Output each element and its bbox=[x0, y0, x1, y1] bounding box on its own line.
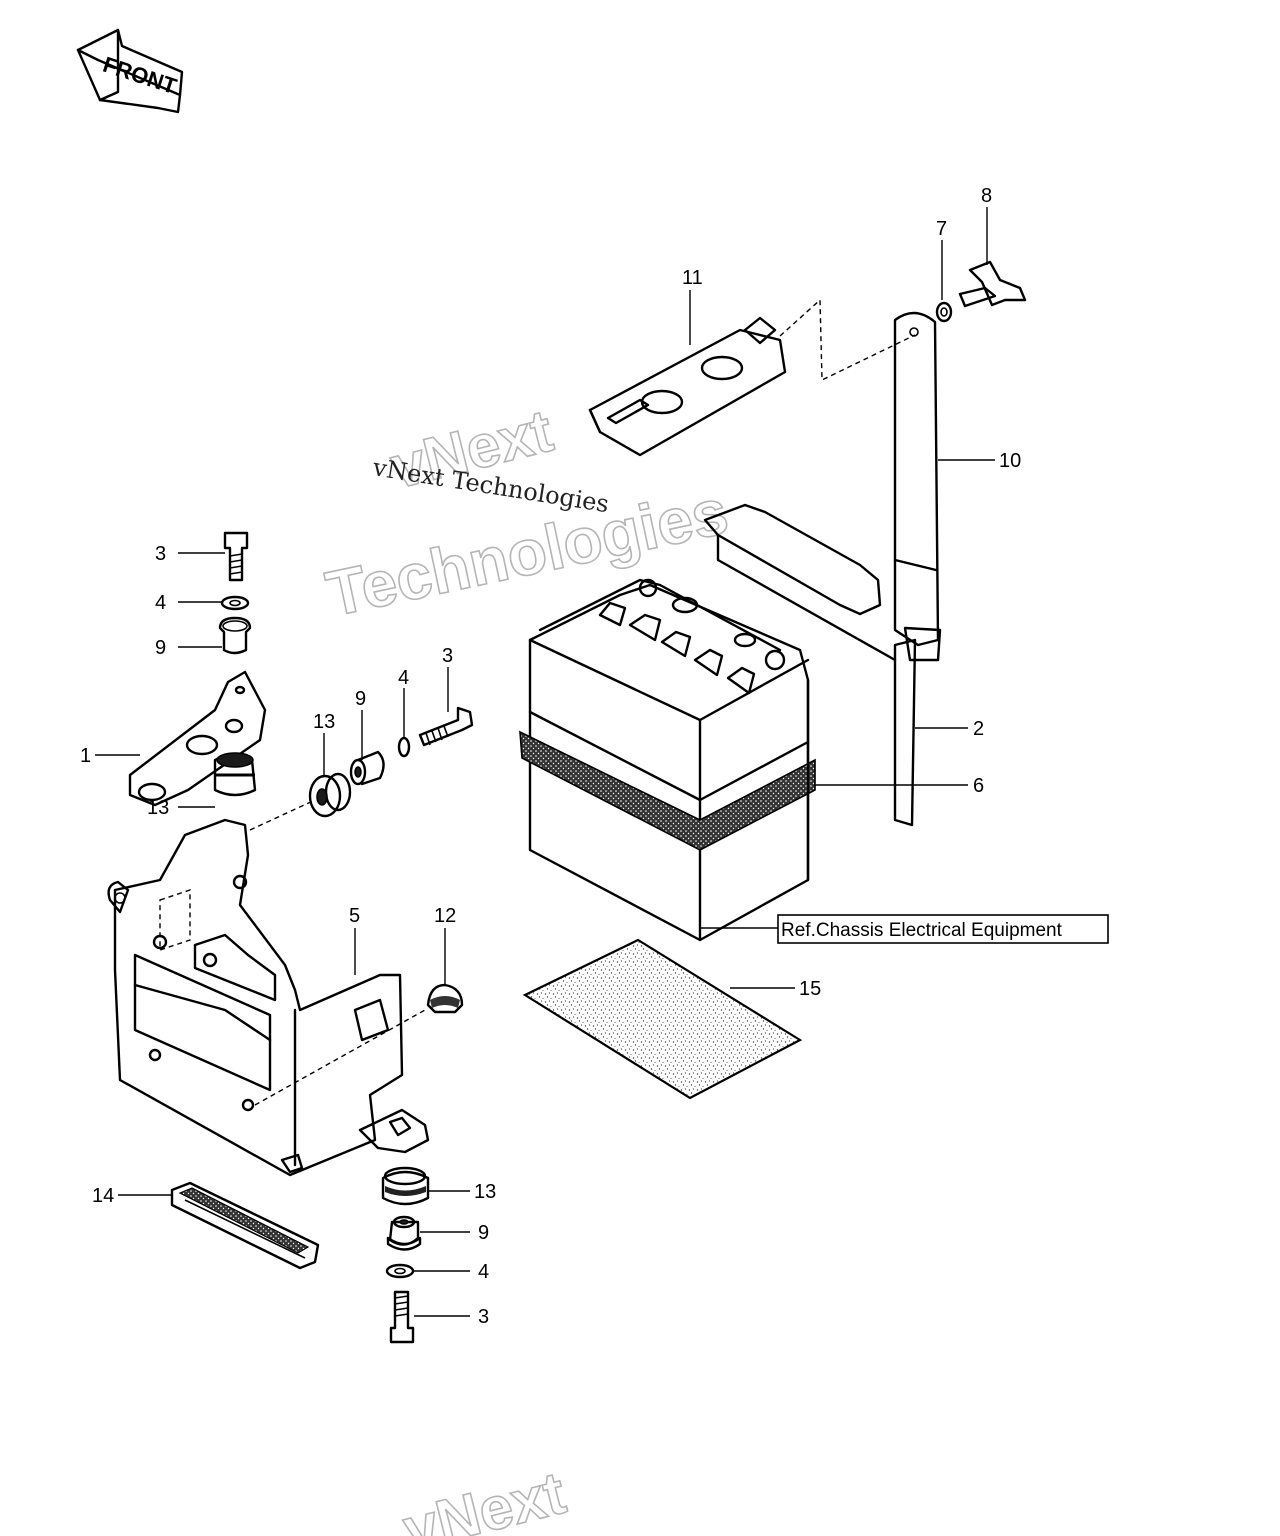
battery-mat bbox=[522, 938, 803, 1100]
hold-down-plate bbox=[588, 316, 787, 457]
callout-9-upper-left: 9 bbox=[155, 637, 166, 659]
rubber-cap bbox=[426, 983, 464, 1014]
callout-3-middle: 3 bbox=[442, 645, 453, 667]
grommet-13-lower bbox=[381, 1166, 430, 1206]
bolt-3-lower bbox=[389, 1290, 415, 1344]
callout-1: 1 bbox=[80, 745, 91, 767]
rubber-strip bbox=[170, 1181, 320, 1270]
collar-9-middle bbox=[349, 750, 385, 786]
callout-11: 11 bbox=[682, 267, 703, 289]
callout-15: 15 bbox=[799, 978, 821, 1000]
callout-3-upper-left: 3 bbox=[155, 543, 166, 565]
callout-7: 7 bbox=[936, 218, 947, 240]
washer-4-middle bbox=[397, 736, 411, 758]
wing-bolt bbox=[958, 260, 1027, 308]
washer-4-upper-left bbox=[220, 595, 250, 611]
callout-4-lower: 4 bbox=[478, 1261, 489, 1283]
upper-bracket bbox=[128, 670, 267, 807]
callout-13-left: 13 bbox=[147, 797, 169, 819]
callout-6: 6 bbox=[973, 775, 984, 797]
washer-7 bbox=[935, 301, 953, 323]
callout-13-middle: 13 bbox=[313, 711, 335, 733]
dashed-hidden-edge bbox=[159, 889, 191, 951]
callout-12: 12 bbox=[434, 905, 456, 927]
callout-13-lower: 13 bbox=[474, 1181, 496, 1203]
collar-9-lower bbox=[386, 1215, 422, 1251]
washer-4-lower bbox=[385, 1263, 415, 1279]
callout-14: 14 bbox=[92, 1185, 114, 1207]
reference-box: Ref.Chassis Electrical Equipment bbox=[777, 914, 1109, 944]
collar-9-upper-left bbox=[218, 616, 252, 655]
bolt-3-middle bbox=[418, 706, 474, 747]
dashed-connector-12 bbox=[254, 1009, 426, 1106]
reference-label: Ref.Chassis Electrical Equipment bbox=[781, 920, 1063, 941]
callout-4-upper-left: 4 bbox=[155, 592, 166, 614]
dashed-connector-13 bbox=[249, 799, 316, 831]
callout-2: 2 bbox=[973, 718, 984, 740]
leader-lines bbox=[95, 207, 995, 1317]
callout-3-lower: 3 bbox=[478, 1306, 489, 1328]
watermark-bottom: vNext bbox=[397, 1459, 572, 1536]
callout-9-middle: 9 bbox=[355, 688, 366, 710]
front-label: FRONT bbox=[100, 52, 180, 99]
grommet-13-middle bbox=[308, 772, 352, 818]
battery-holder bbox=[107, 818, 430, 1177]
grommet-13-left bbox=[213, 752, 257, 797]
callout-5: 5 bbox=[349, 905, 360, 927]
callout-8: 8 bbox=[981, 185, 992, 207]
long-strap bbox=[893, 311, 942, 662]
callout-10: 10 bbox=[999, 450, 1021, 472]
bolt-3-upper-left bbox=[223, 531, 249, 582]
callout-4-middle: 4 bbox=[398, 667, 409, 689]
battery-case bbox=[703, 503, 917, 827]
callouts: 11 8 7 10 2 6 15 3 4 9 1 13 13 9 4 3 5 1… bbox=[80, 185, 1021, 1328]
dashed-connector-11 bbox=[779, 298, 916, 382]
front-arrow-icon: FRONT bbox=[76, 28, 184, 114]
callout-9-lower: 9 bbox=[478, 1222, 489, 1244]
battery bbox=[519, 578, 816, 942]
